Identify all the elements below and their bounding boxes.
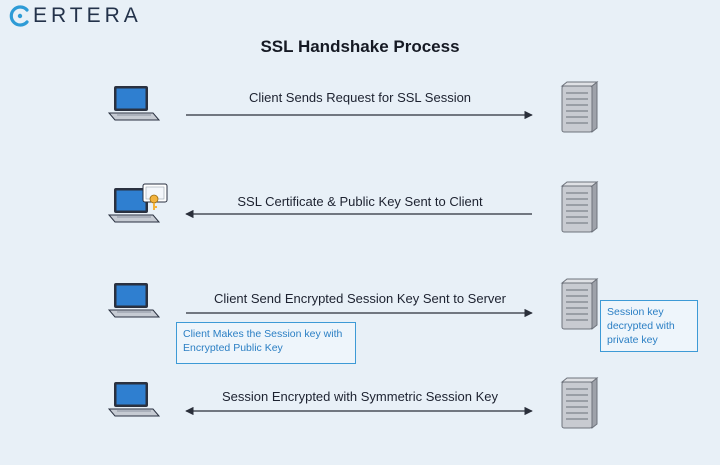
step-2-label: SSL Certificate & Public Key Sent to Cli… (237, 194, 483, 209)
laptop-icon (108, 282, 160, 318)
server-icon (561, 278, 598, 330)
logo-c-mark (9, 5, 29, 27)
server-icon (561, 81, 598, 133)
server-icon (561, 377, 598, 429)
step-1-label: Client Sends Request for SSL Session (248, 90, 472, 105)
certera-logo: ERTERA (8, 4, 142, 28)
logo-wordmark: ERTERA (33, 4, 142, 27)
certificate-key-icon (142, 183, 168, 210)
page-title: SSL Handshake Process (260, 37, 460, 56)
laptop-icon (108, 85, 160, 121)
server-icon (561, 181, 598, 233)
step-4-label: Session Encrypted with Symmetric Session… (222, 389, 498, 404)
client-note: Client Makes the Session key with Encryp… (176, 322, 356, 364)
laptop-icon (108, 381, 160, 417)
step-3-label: Client Send Encrypted Session Key Sent t… (214, 291, 506, 306)
server-note: Session key decrypted with private key (600, 300, 698, 352)
